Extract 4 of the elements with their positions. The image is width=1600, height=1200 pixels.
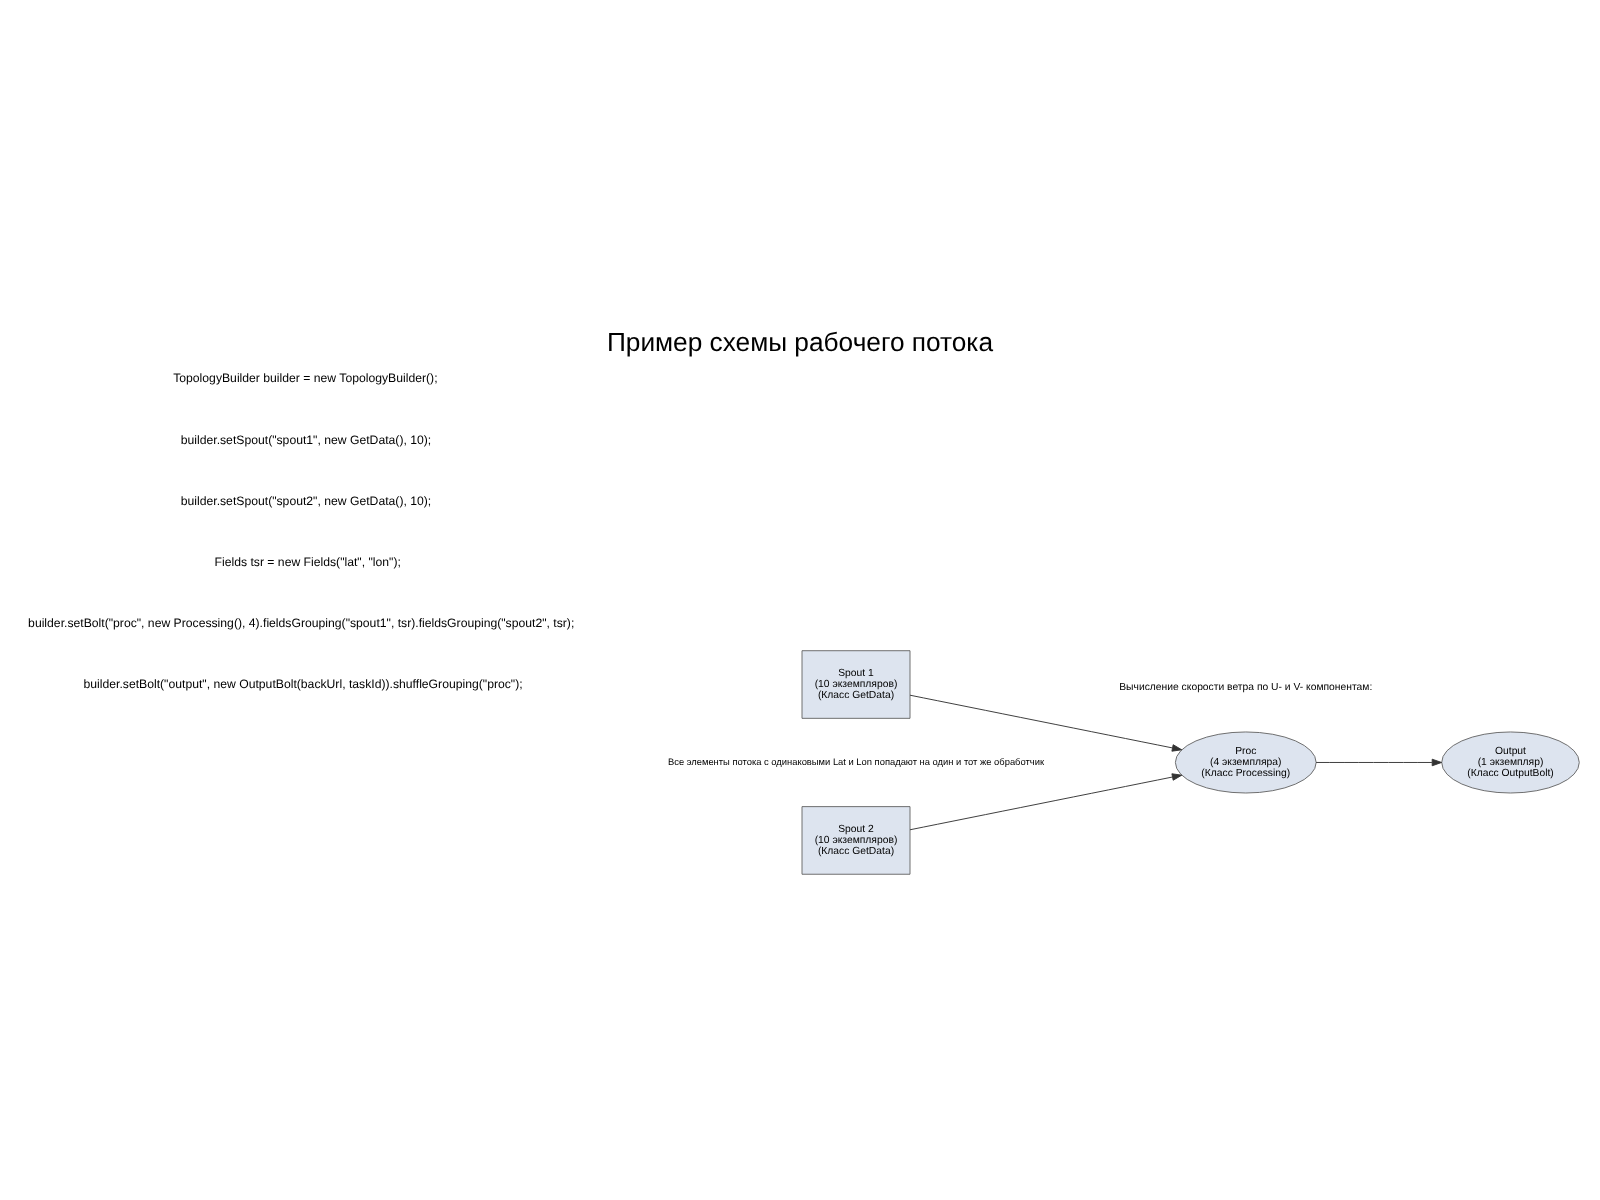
arrow (909, 773, 1183, 831)
arrow (1315, 758, 1443, 767)
arrow (909, 694, 1183, 752)
diagram-title: Пример схемы рабочего потока (606, 326, 994, 357)
